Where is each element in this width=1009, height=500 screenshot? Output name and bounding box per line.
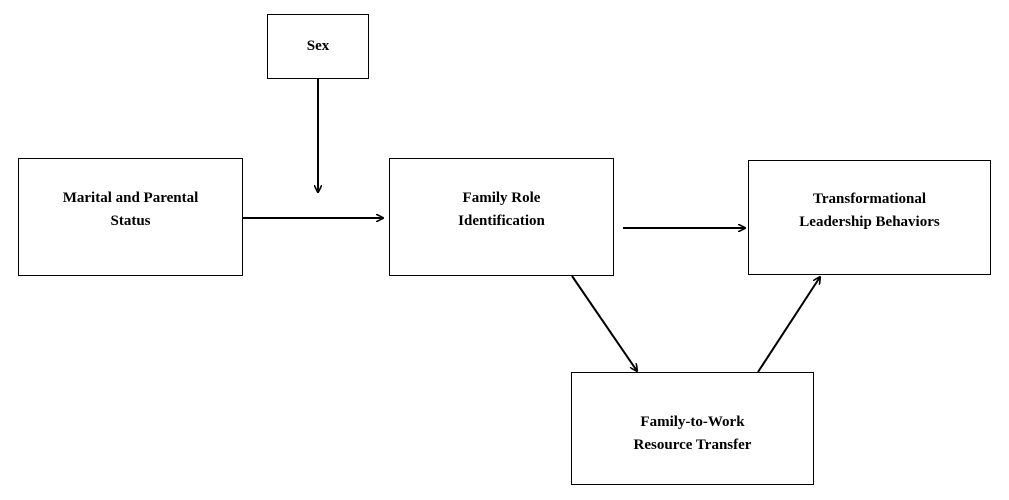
node-family-line-1: Family Role [462,190,541,206]
node-transformational-leadership: Transformational Leadership Behaviors [748,160,991,275]
node-family-to-work-transfer: Family-to-Work Resource Transfer [571,372,814,485]
arrow-family-to-transfer [571,275,637,371]
node-transformational-leadership-label: Transformational Leadership Behaviors [799,188,939,234]
node-sex: Sex [267,14,369,79]
node-sex-label: Sex [307,35,330,58]
node-family-role-identification: Family Role Identification [389,158,614,276]
node-family-to-work-transfer-label: Family-to-Work Resource Transfer [634,411,752,457]
node-transfer-line-2: Resource Transfer [633,436,752,453]
node-status-line-1: Marital and Parental [62,190,199,206]
node-marital-parental-status-label: Marital and Parental Status [63,187,199,233]
node-marital-parental-status: Marital and Parental Status [18,158,243,276]
node-family-line-2: Identification [458,213,545,229]
node-leader-line-2: Leadership Behaviors [799,213,940,230]
node-leader-line-1: Transformational [812,190,927,207]
node-sex-line-1: Sex [306,38,330,54]
node-status-line-2: Status [110,213,151,229]
node-transfer-line-1: Family-to-Work [640,413,745,430]
arrow-transfer-to-leadership [757,277,820,373]
node-family-role-identification-label: Family Role Identification [458,187,545,233]
